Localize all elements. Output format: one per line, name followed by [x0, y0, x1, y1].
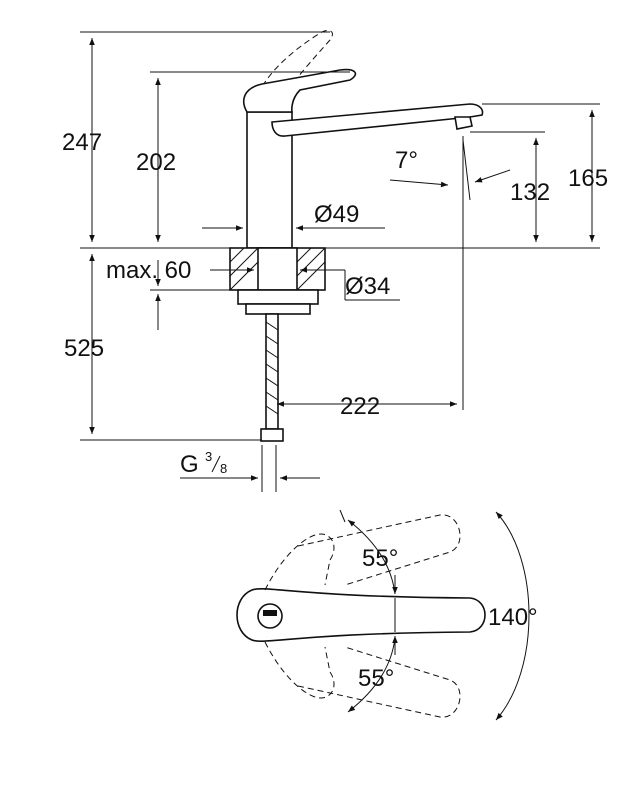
faucet-body: [243, 68, 484, 249]
label-dia-34: Ø34: [345, 273, 390, 300]
label-55-upper: 55°: [362, 545, 398, 572]
label-dia-49: Ø49: [314, 201, 359, 228]
label-7deg: 7°: [395, 147, 418, 174]
label-247: 247: [62, 129, 102, 156]
label-thread-num: 3: [205, 449, 212, 464]
lever-raised-outline: [257, 29, 333, 109]
lever-right-down-outline: [297, 646, 461, 718]
label-525: 525: [64, 335, 104, 362]
label-max-60: max. 60: [106, 257, 191, 284]
label-140: 140°: [488, 604, 538, 631]
lever-left-down-outline: [264, 641, 335, 699]
label-165: 165: [568, 165, 608, 192]
lever-left-up-outline: [264, 533, 335, 591]
counter-section: [229, 247, 326, 442]
label-55-lower: 55°: [358, 665, 394, 692]
lever-right-up-outline: [297, 514, 461, 586]
label-thread-den: 8: [220, 461, 227, 476]
dim-140-arc: [495, 511, 530, 721]
label-222: 222: [340, 393, 380, 420]
label-thread-g: G: [180, 451, 199, 478]
top-view-lever: [236, 514, 486, 718]
label-132: 132: [510, 179, 550, 206]
label-202: 202: [136, 149, 176, 176]
